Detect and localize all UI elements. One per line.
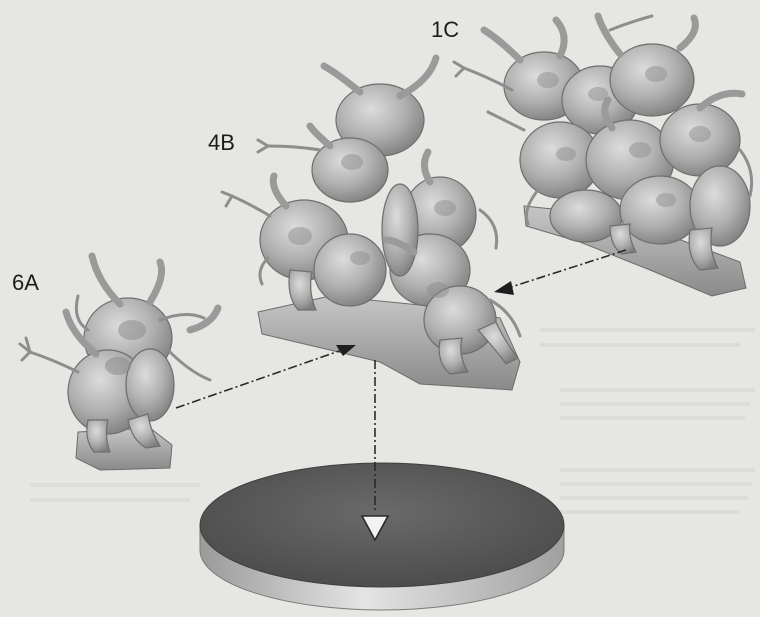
label-1c: 1C [431,17,459,42]
round-base [200,463,564,610]
label-6a: 6A [12,270,39,295]
label-4b: 4B [208,130,235,155]
